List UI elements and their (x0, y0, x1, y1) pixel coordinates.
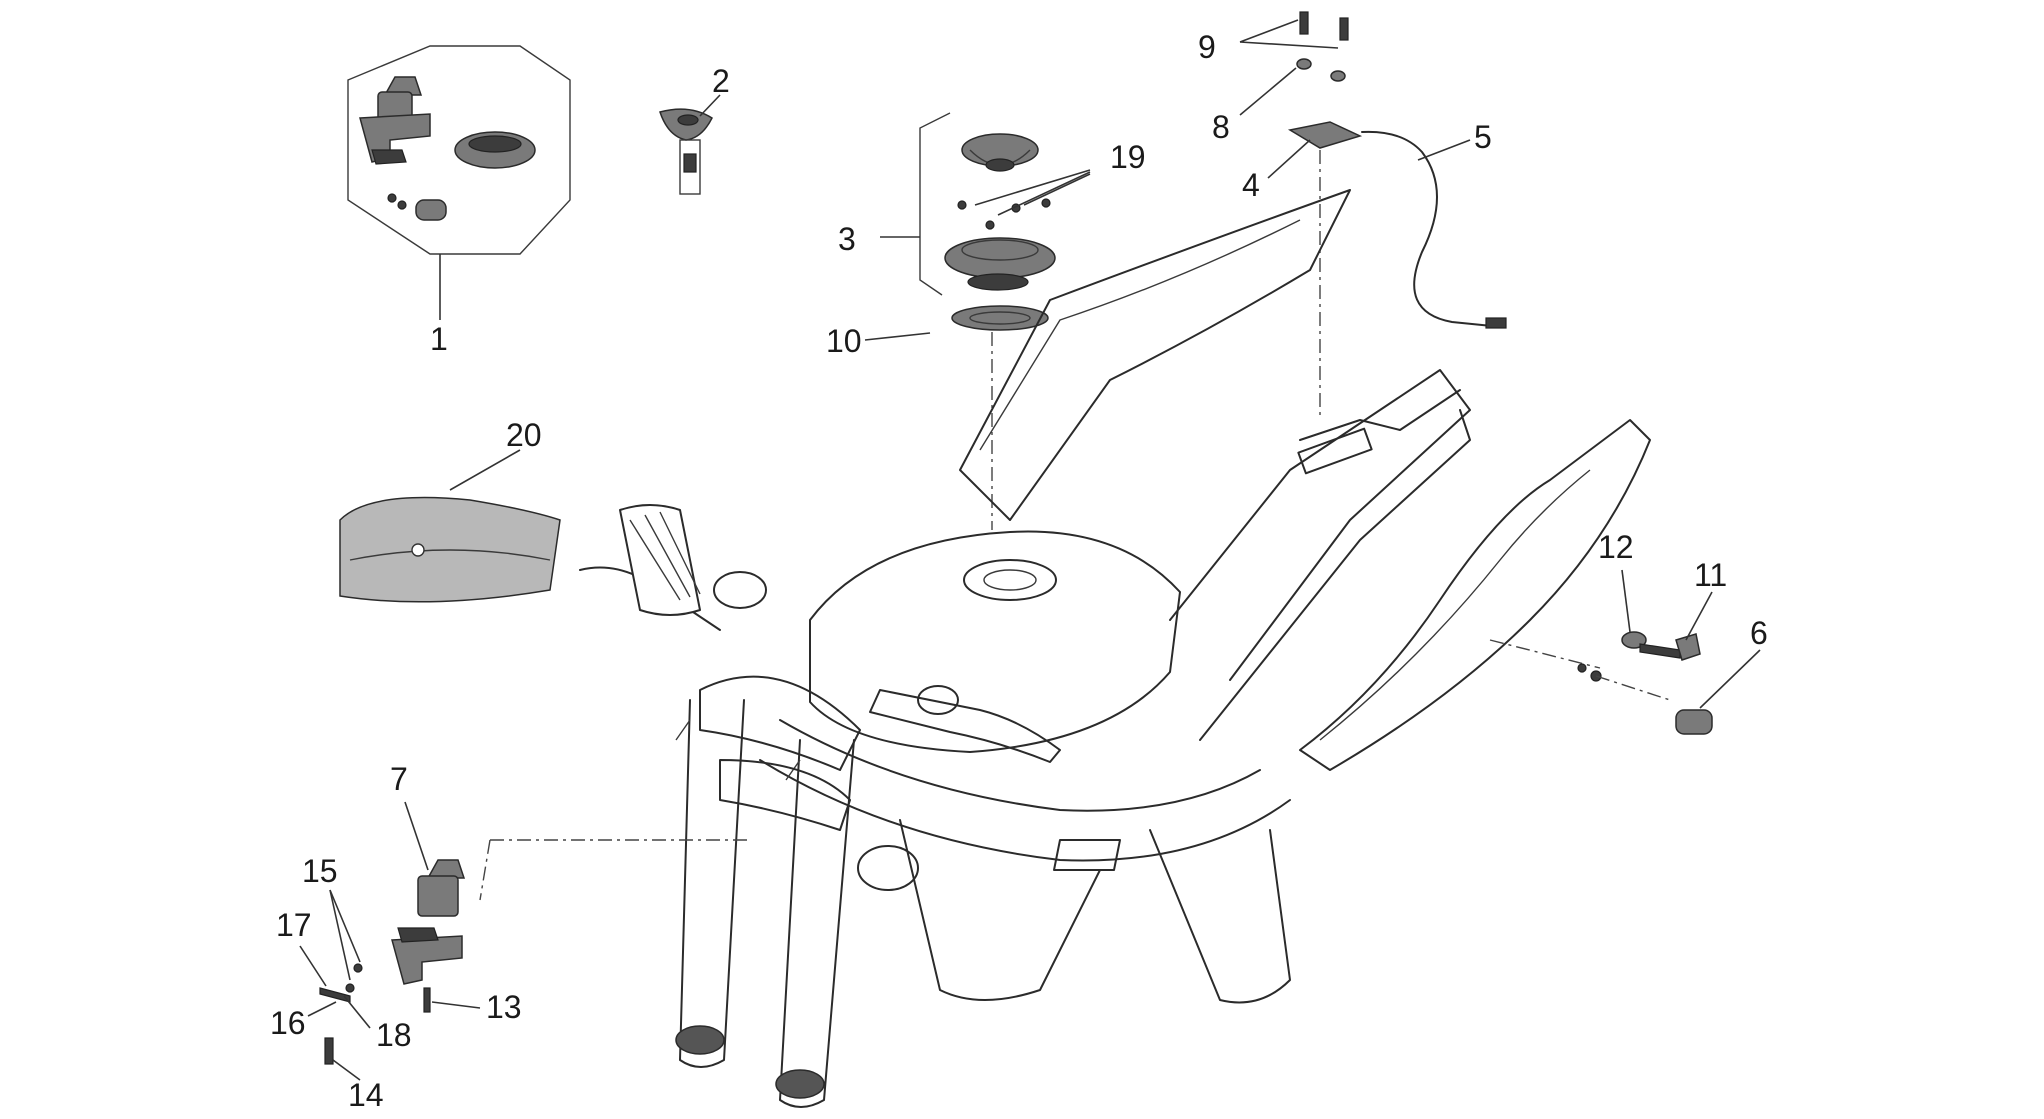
callout-labels: 1 2 3 4 5 6 7 8 9 10 11 12 13 14 15 16 1… (270, 29, 1768, 1113)
callout-11: 11 (1694, 557, 1727, 593)
part-1-lock-set (347, 45, 571, 320)
part-20-cover (339, 449, 561, 603)
callout-18: 18 (376, 1017, 412, 1053)
callout-9: 9 (1198, 29, 1216, 65)
callout-4: 4 (1242, 167, 1260, 203)
callout-13: 13 (486, 989, 522, 1025)
callout-2: 2 (712, 63, 730, 99)
part-7-ignition-lock (299, 801, 481, 1081)
callout-6: 6 (1750, 615, 1768, 651)
main-frame (479, 189, 1651, 1108)
callout-8: 8 (1212, 109, 1230, 145)
callout-12: 12 (1598, 529, 1634, 565)
callout-3: 3 (838, 221, 856, 257)
callout-15: 15 (302, 853, 338, 889)
callout-19: 19 (1110, 139, 1146, 175)
part-4-5-seat-cable (1239, 11, 1507, 420)
callout-16: 16 (270, 1005, 306, 1041)
callout-14: 14 (348, 1077, 384, 1113)
callout-5: 5 (1474, 119, 1492, 155)
callout-17: 17 (276, 907, 312, 943)
part-2-key (659, 94, 721, 195)
part-3-fuel-cap (864, 112, 1091, 530)
part-6-11-12-lock-parts (1577, 569, 1761, 735)
callout-10: 10 (826, 323, 862, 359)
callout-20: 20 (506, 417, 542, 453)
callout-7: 7 (390, 761, 408, 797)
callout-1: 1 (430, 321, 448, 357)
